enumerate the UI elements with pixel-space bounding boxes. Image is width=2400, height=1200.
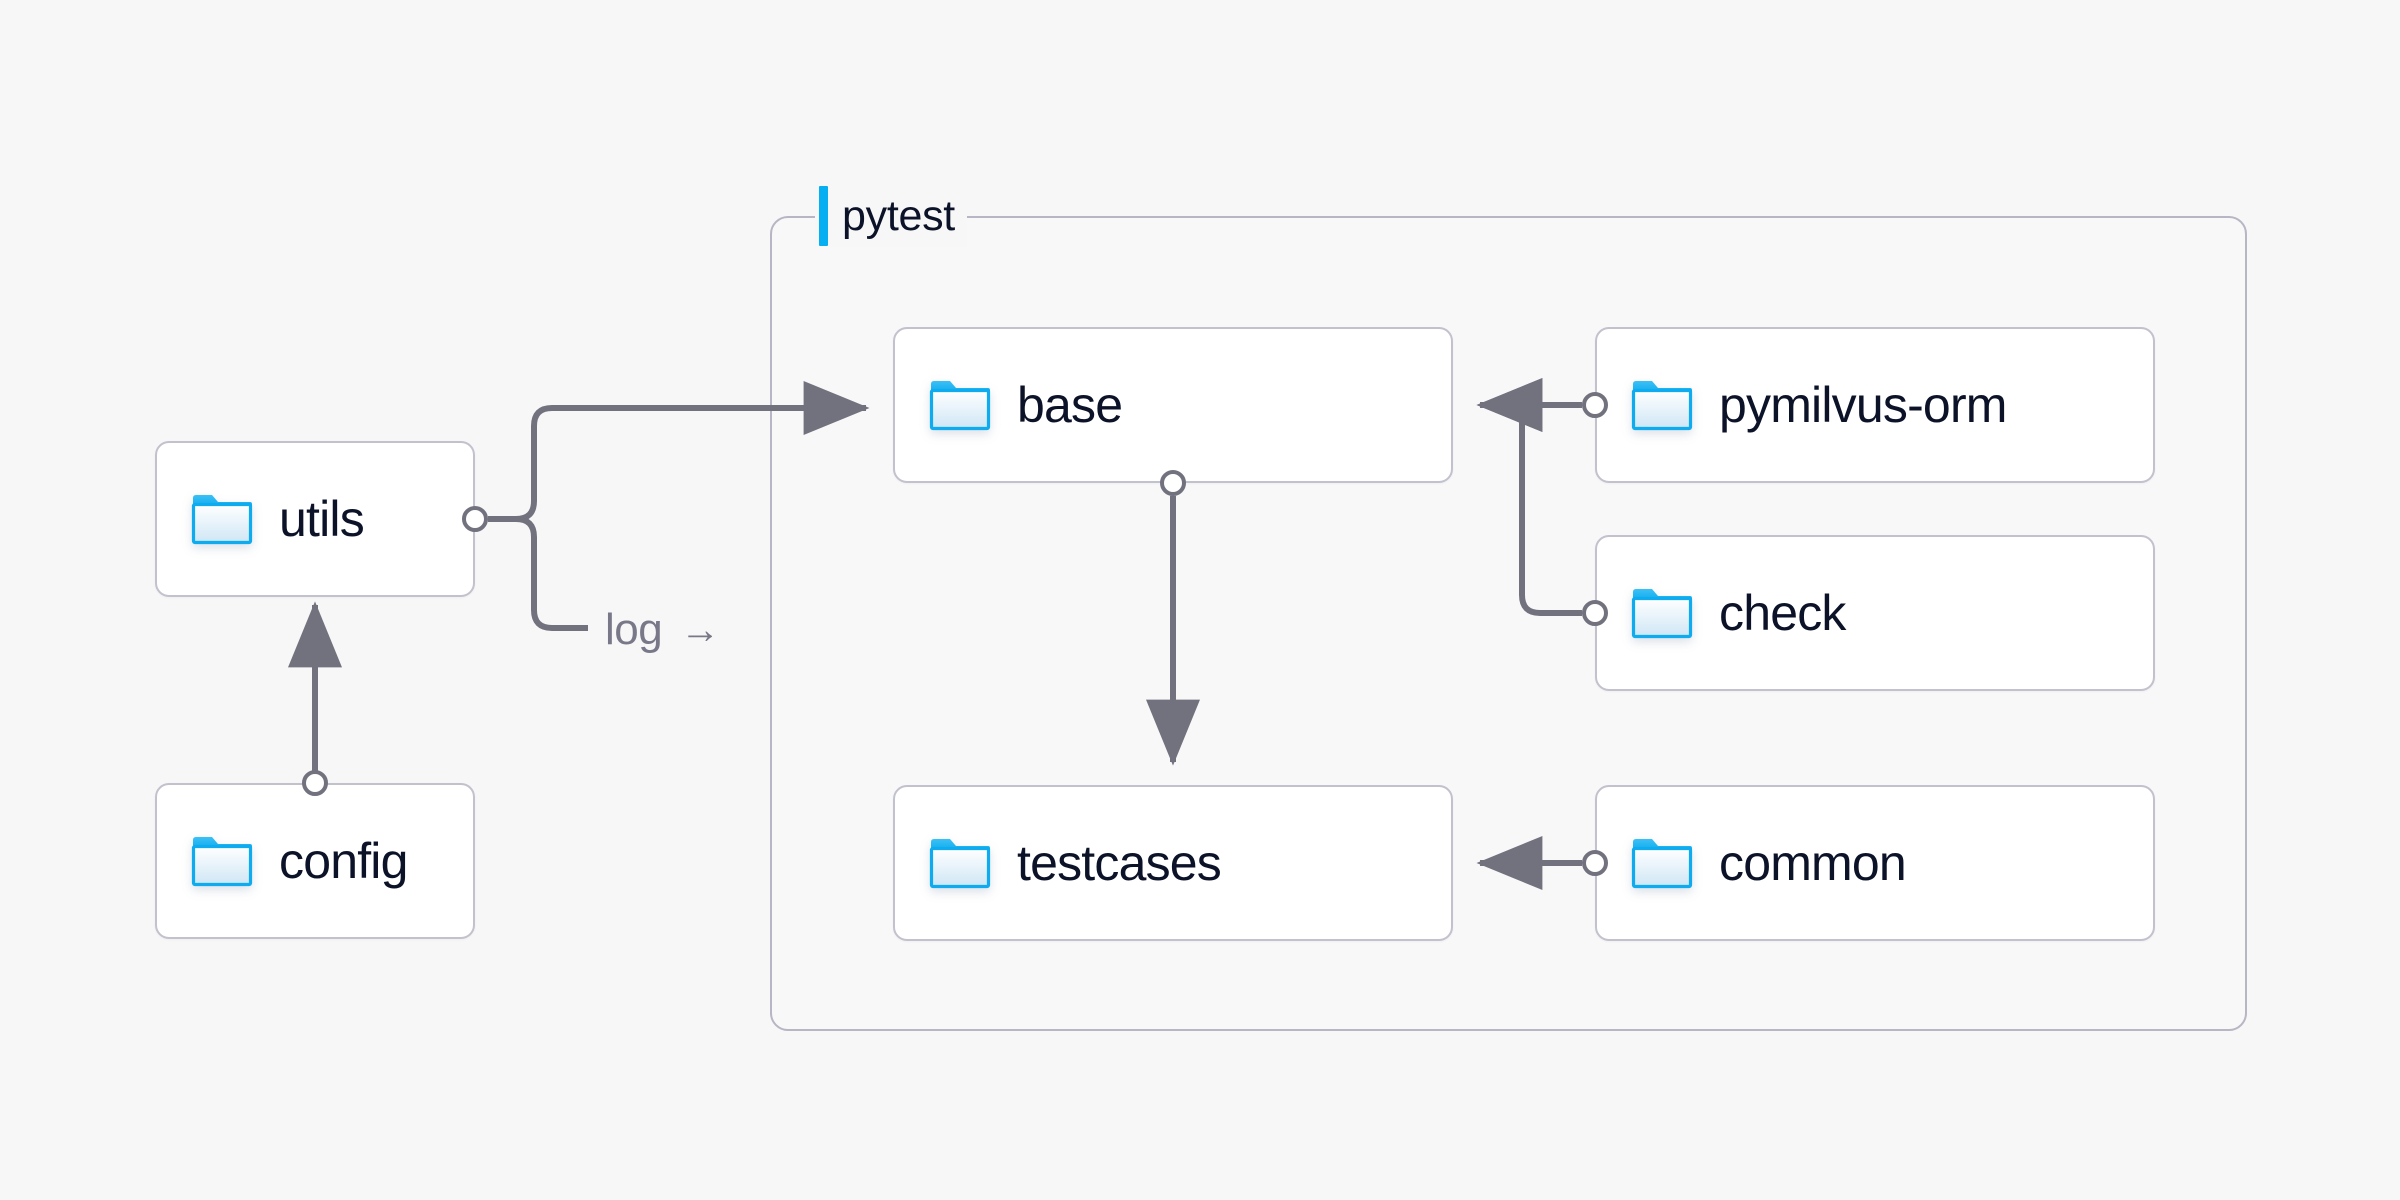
node-label: common <box>1719 835 1907 891</box>
group-label-pytest: pytest <box>815 185 967 247</box>
group-accent-bar-icon <box>819 186 828 246</box>
node-common[interactable]: common <box>1595 785 2155 941</box>
port-check-left[interactable] <box>1582 600 1608 626</box>
node-label: utils <box>279 491 365 547</box>
node-base[interactable]: base <box>893 327 1453 483</box>
folder-icon <box>929 837 991 889</box>
port-common-left[interactable] <box>1582 850 1608 876</box>
node-label: pymilvus-orm <box>1719 377 2007 433</box>
port-utils-right[interactable] <box>462 506 488 532</box>
node-label: config <box>279 833 408 889</box>
node-utils[interactable]: utils <box>155 441 475 597</box>
node-testcases[interactable]: testcases <box>893 785 1453 941</box>
folder-icon <box>191 835 253 887</box>
arrow-right-icon: → <box>680 608 720 652</box>
folder-icon <box>929 379 991 431</box>
node-label: check <box>1719 585 1846 641</box>
folder-icon <box>191 493 253 545</box>
folder-icon <box>1631 379 1693 431</box>
port-config-top[interactable] <box>302 770 328 796</box>
port-base-bottom[interactable] <box>1160 470 1186 496</box>
port-pymilvus-orm-left[interactable] <box>1582 392 1608 418</box>
node-label: base <box>1017 377 1123 433</box>
node-label: testcases <box>1017 835 1222 891</box>
edge-label-log-text: log <box>605 605 663 654</box>
node-check[interactable]: check <box>1595 535 2155 691</box>
folder-icon <box>1631 837 1693 889</box>
folder-icon <box>1631 587 1693 639</box>
node-pymilvus-orm[interactable]: pymilvus-orm <box>1595 327 2155 483</box>
edge-utils-to-log <box>488 516 588 631</box>
edge-label-log: log → <box>605 608 720 652</box>
node-config[interactable]: config <box>155 783 475 939</box>
group-label-text: pytest <box>842 191 955 240</box>
